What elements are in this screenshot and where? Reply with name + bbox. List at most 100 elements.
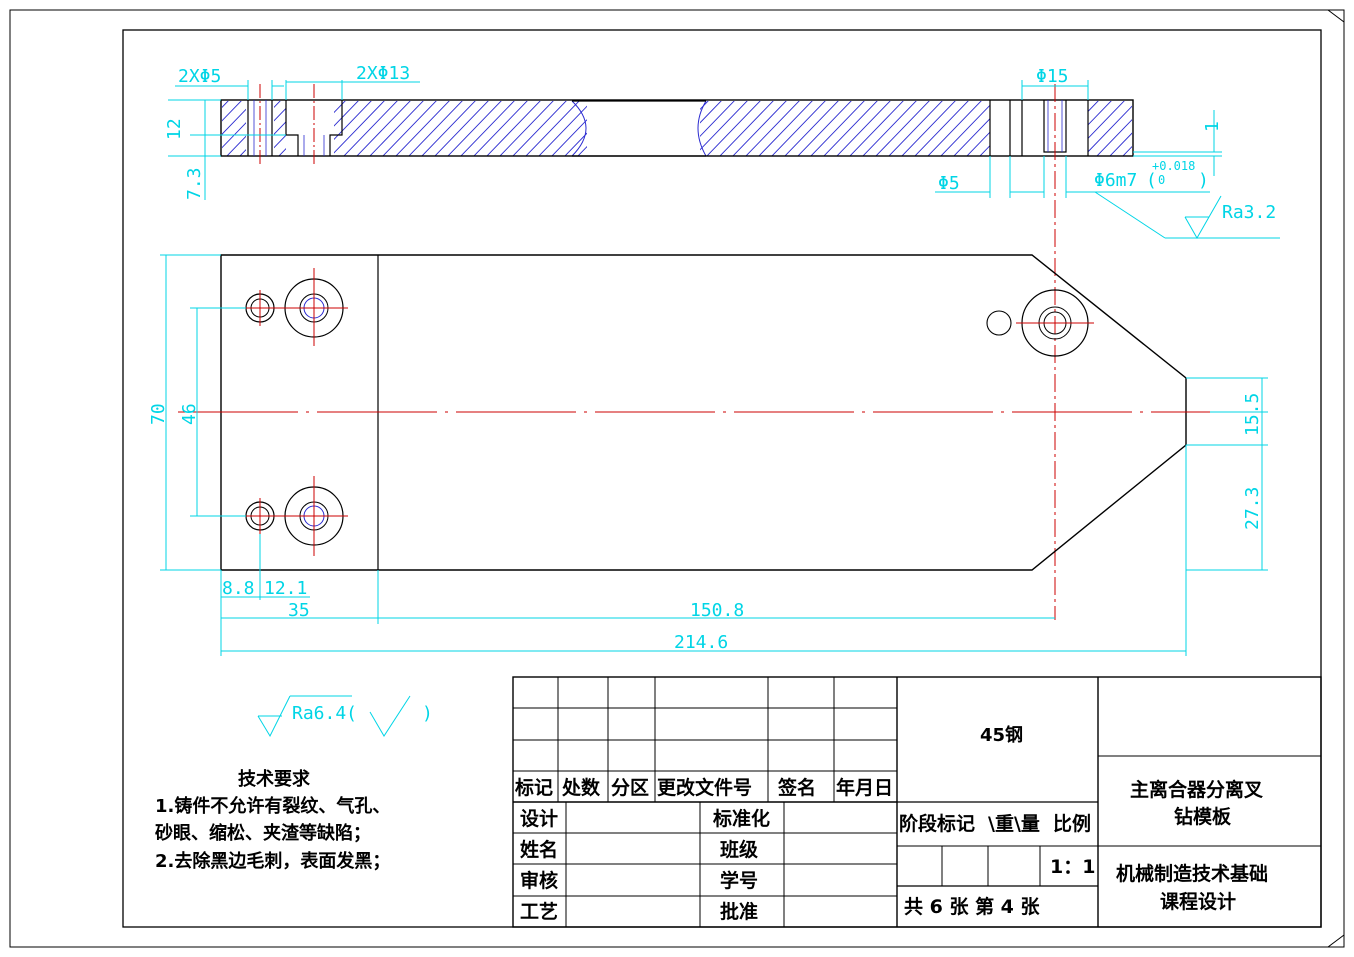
roughness-close: ) <box>422 703 433 724</box>
sign-review: 审核 <box>520 869 558 892</box>
hatch-line <box>1088 105 1132 153</box>
hole-group <box>238 268 348 346</box>
hatch-line <box>1088 101 1125 139</box>
sign-design: 设计 <box>520 808 558 830</box>
section-outline <box>220 99 1134 157</box>
hatch-line <box>447 101 502 156</box>
scale-label: 比例 <box>1053 812 1091 835</box>
material: 45钢 <box>980 724 1023 746</box>
hatch-line <box>914 101 969 156</box>
rev-header-zone: 分区 <box>611 777 649 799</box>
rev-header-sign: 签名 <box>777 776 816 799</box>
hatch-line <box>512 101 567 156</box>
hatch-line <box>434 101 489 156</box>
hatch-line <box>966 131 990 156</box>
hatch-line <box>343 101 398 156</box>
roughness-symbol <box>257 695 411 738</box>
dim-hole-5-right: Φ5 <box>938 173 960 194</box>
hatch-line <box>499 101 554 156</box>
sign-class: 班级 <box>720 838 758 861</box>
dim-holes-13: 2XΦ13 <box>356 63 410 84</box>
scale-value: 1：1 <box>1050 856 1095 878</box>
sign-name: 姓名 <box>520 838 558 861</box>
hatch-line <box>836 101 891 156</box>
hatch-line <box>700 101 748 151</box>
hatch-line <box>875 101 930 156</box>
hatch-line <box>823 101 878 156</box>
dim-len-150-8: 150.8 <box>690 600 744 621</box>
sheet-info: 共 6 张 第 4 张 <box>904 895 1041 918</box>
hatch-line <box>1088 101 1099 113</box>
hatch-line <box>395 101 450 156</box>
dim-depth-7-3: 7.3 <box>184 167 205 200</box>
dim-x-8-8: 8.8 <box>222 578 255 599</box>
tech-line-1: 1.铸件不允许有裂纹、气孔、 <box>155 795 390 817</box>
part-name-2: 钻模板 <box>1174 805 1232 828</box>
section-dimensions <box>168 80 1280 240</box>
hatch-line <box>421 101 476 156</box>
dim-holes-5: 2XΦ5 <box>178 66 221 87</box>
hatch-line <box>473 101 528 156</box>
hole-group <box>986 289 1094 357</box>
sign-standard: 标准化 <box>713 807 770 830</box>
dim-hole-15: Φ15 <box>1036 66 1069 87</box>
rev-header-mark: 标记 <box>515 777 553 799</box>
dim-x-12-1: 12.1 <box>264 578 307 599</box>
hatch-line <box>706 101 761 156</box>
hatch-line <box>940 104 990 156</box>
hatch-line <box>810 101 865 156</box>
hatch-line <box>797 101 852 156</box>
hatch-line <box>356 101 411 156</box>
corner-mark <box>1327 9 1345 23</box>
hatch-line <box>1109 132 1132 156</box>
hole-group <box>238 476 348 556</box>
hatch-line <box>538 105 587 156</box>
dim-tol-lower: 0 <box>1158 173 1165 187</box>
hatch-line <box>1096 119 1132 156</box>
section-hatch <box>1088 98 1192 158</box>
section-hatch <box>222 101 587 156</box>
hatch-line <box>862 101 917 156</box>
hatch-line <box>745 101 800 156</box>
rev-header-date: 年月日 <box>836 776 893 799</box>
hatch-line <box>771 101 826 156</box>
section-view <box>220 84 1192 620</box>
hatch-line <box>525 101 580 156</box>
hatch-line <box>979 144 990 156</box>
hatch-line <box>700 101 722 124</box>
roughness-general: Ra6.4( <box>292 703 357 724</box>
hatch-line <box>408 101 463 156</box>
hatch-line <box>888 101 943 156</box>
rev-header-doc: 更改文件号 <box>657 776 752 799</box>
course-1: 机械制造技术基础 <box>1116 862 1268 885</box>
title-block <box>512 676 1322 928</box>
hatch-line <box>382 101 437 156</box>
roughness-ra-3-2: Ra3.2 <box>1222 202 1276 223</box>
break-line <box>571 100 587 157</box>
dim-len-214-6: 214.6 <box>674 632 728 653</box>
section-hatch <box>700 101 990 156</box>
hatch-line <box>460 101 515 156</box>
dim-width-70: 70 <box>148 403 169 425</box>
hatch-line <box>849 101 904 156</box>
hatch-line <box>784 101 839 156</box>
rev-header-count: 处数 <box>561 776 601 799</box>
tech-line-3: 2.去除黑边毛刺，表面发黑； <box>155 850 390 872</box>
sign-student-id: 学号 <box>720 869 758 892</box>
dim-right-27-3: 27.3 <box>1242 487 1263 530</box>
course-2: 课程设计 <box>1160 891 1236 913</box>
hatch-line <box>927 101 982 156</box>
hatch-line <box>758 101 813 156</box>
plan-dimensions <box>160 254 1268 656</box>
part-name-1: 主离合器分离叉 <box>1130 778 1264 801</box>
hatch-line <box>719 101 774 156</box>
dim-right-15-5: 15.5 <box>1242 393 1263 436</box>
break-line <box>697 100 707 157</box>
hatch-line <box>1134 98 1192 158</box>
dim-step-1: 1 <box>1202 121 1223 132</box>
dim-tolerance-open: ( <box>1146 170 1157 191</box>
dim-thickness-12: 12 <box>164 118 185 140</box>
hatch-line <box>1122 145 1132 156</box>
outer-border <box>9 9 1345 948</box>
